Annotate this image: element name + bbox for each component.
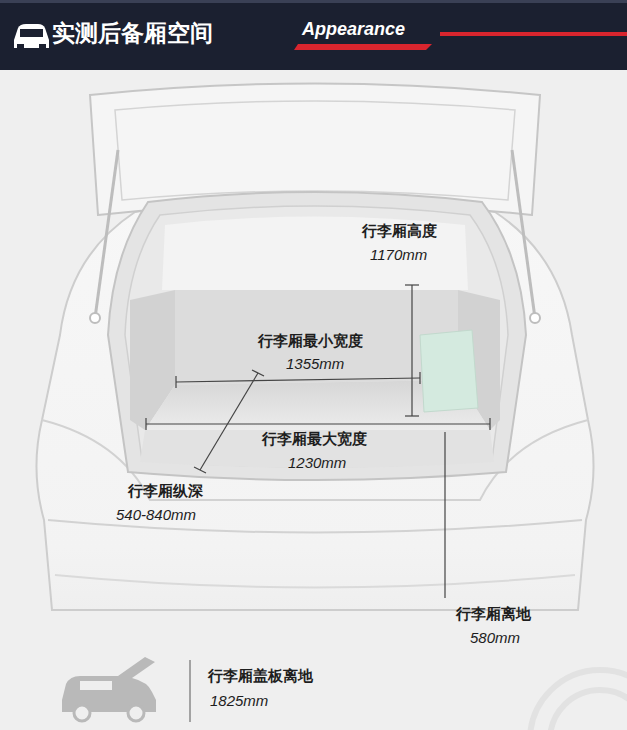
page-title: 实测后备厢空间 (52, 18, 213, 49)
dimension-value: 580mm (470, 629, 520, 646)
dimension-name: 行李厢最大宽度 (262, 430, 367, 449)
dimension-value: 1825mm (210, 692, 268, 709)
section-tag: Appearance (302, 19, 405, 40)
dimension-name: 行李厢高度 (362, 222, 437, 241)
dimension-value: 1355mm (286, 355, 344, 372)
dimension-name: 行李厢纵深 (128, 482, 203, 501)
dimension-name: 行李厢离地 (456, 605, 531, 624)
dimension-value: 1230mm (288, 454, 346, 471)
dimension-value: 540-840mm (116, 506, 196, 523)
dimension-name: 行李厢盖板离地 (208, 667, 313, 686)
dimension-value: 1170mm (370, 246, 427, 263)
dimension-name: 行李厢最小宽度 (258, 332, 363, 351)
